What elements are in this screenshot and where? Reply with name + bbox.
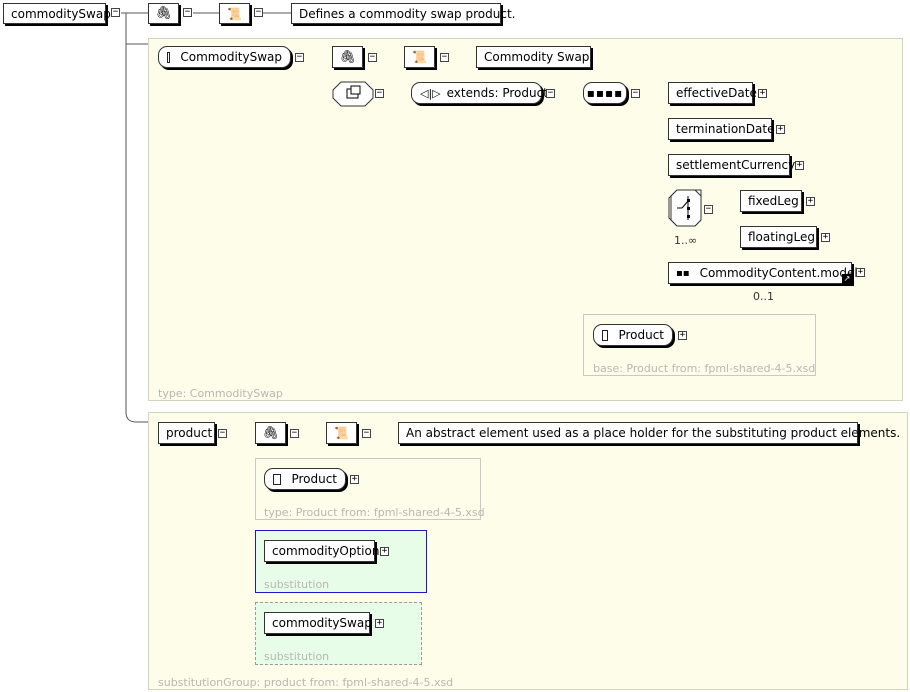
extends-box[interactable]: ◁|▷ extends: Product <box>411 82 548 104</box>
minus-icon[interactable]: − <box>362 428 371 438</box>
type-documentation-text: Commodity Swap. <box>476 46 593 68</box>
plus-icon[interactable]: + <box>795 160 804 170</box>
plus-icon[interactable]: + <box>776 124 785 134</box>
element-effectiveDate[interactable]: effectiveDate <box>668 82 757 104</box>
element-floatingLeg[interactable]: floatingLeg <box>740 226 817 248</box>
element-commodityOption[interactable]: commodityOption <box>264 540 379 562</box>
extension-icon: ◁|▷ <box>420 86 441 100</box>
scroll-icon: 📜 <box>412 50 427 64</box>
scroll-icon: 📜 <box>334 426 349 440</box>
choice-cardinality: 1..∞ <box>674 234 698 247</box>
group-ref-commodity-content[interactable]: ▪▪ CommodityContent.model ↗ <box>668 262 858 284</box>
minus-icon[interactable]: − <box>183 7 192 17</box>
paperclip-icon: 🖇 <box>262 425 279 441</box>
paperclip-icon: 🖇 <box>339 49 356 65</box>
paperclip-icon: 🖇 <box>155 6 172 21</box>
minus-icon[interactable]: − <box>704 204 713 214</box>
substitution-group-caption: substitutionGroup: product from: fpml-sh… <box>158 676 454 689</box>
plus-icon[interactable]: + <box>380 546 389 556</box>
root-element-box[interactable]: commoditySwap <box>3 3 111 24</box>
element-settlementCurrency[interactable]: settlementCurrency <box>668 154 795 176</box>
minus-icon[interactable]: − <box>218 428 227 438</box>
minus-icon[interactable]: − <box>290 428 299 438</box>
plus-icon[interactable]: + <box>758 88 767 98</box>
documentation-box[interactable]: 📜 <box>404 46 435 68</box>
complex-type-icon <box>602 329 609 341</box>
scroll-icon: 📜 <box>227 6 242 21</box>
minus-icon[interactable]: − <box>254 7 263 17</box>
sequence-icon: ▪▪▪▪ <box>586 86 624 100</box>
plus-icon[interactable]: + <box>678 330 687 340</box>
complex-type-icon <box>167 51 171 63</box>
element-commoditySwap[interactable]: commoditySwap <box>264 612 372 634</box>
root-documentation-text: Defines a commodity swap product. <box>291 3 515 24</box>
plus-icon[interactable]: + <box>375 618 384 628</box>
product-type-box[interactable]: Product <box>264 468 346 490</box>
substitution-caption: substitution <box>264 578 330 591</box>
complex-type-icon <box>273 473 282 485</box>
group-icon: ▪▪ <box>676 267 690 279</box>
base-type-caption: base: Product from: fpml-shared-4-5.xsd <box>593 362 816 375</box>
minus-icon[interactable]: − <box>111 7 120 17</box>
minus-icon[interactable]: − <box>631 88 640 98</box>
choice-icon[interactable] <box>668 189 704 229</box>
product-type-caption: type: Product from: fpml-shared-4-5.xsd <box>264 506 485 519</box>
complex-type-name: CommoditySwap <box>180 50 282 64</box>
plus-icon[interactable]: + <box>856 267 865 277</box>
documentation-box[interactable]: 📜 <box>219 3 250 24</box>
root-element-name: commoditySwap <box>11 6 111 21</box>
annotation-box[interactable]: 🖇 <box>255 422 286 444</box>
product-element-box[interactable]: product <box>158 422 215 444</box>
annotation-box[interactable]: 🖇 <box>332 46 363 68</box>
plus-icon[interactable]: + <box>350 474 359 484</box>
element-terminationDate[interactable]: terminationDate <box>668 118 774 140</box>
sequence-compositor[interactable]: ▪▪▪▪ <box>583 82 627 104</box>
base-type-box[interactable]: Product <box>593 324 673 346</box>
documentation-box[interactable]: 📜 <box>326 422 357 444</box>
annotation-box[interactable]: 🖇 <box>148 3 179 24</box>
plus-icon[interactable]: + <box>806 196 815 206</box>
minus-icon[interactable]: − <box>440 52 449 62</box>
reference-arrow-icon: ↗ <box>842 274 852 284</box>
complex-type-box[interactable]: CommoditySwap <box>158 46 291 68</box>
complex-content-icon[interactable] <box>332 81 374 107</box>
type-panel-caption: type: CommoditySwap <box>158 387 283 400</box>
plus-icon[interactable]: + <box>821 232 830 242</box>
minus-icon[interactable]: − <box>295 52 304 62</box>
substitution-caption: substitution <box>264 650 330 663</box>
group-cardinality: 0..1 <box>753 290 774 303</box>
product-documentation-text: An abstract element used as a place hold… <box>398 422 900 444</box>
minus-icon[interactable]: − <box>368 52 377 62</box>
minus-icon[interactable]: − <box>546 88 555 98</box>
minus-icon[interactable]: − <box>375 88 384 98</box>
element-fixedLeg[interactable]: fixedLeg <box>740 190 802 212</box>
extends-label: extends: Product <box>446 86 548 100</box>
